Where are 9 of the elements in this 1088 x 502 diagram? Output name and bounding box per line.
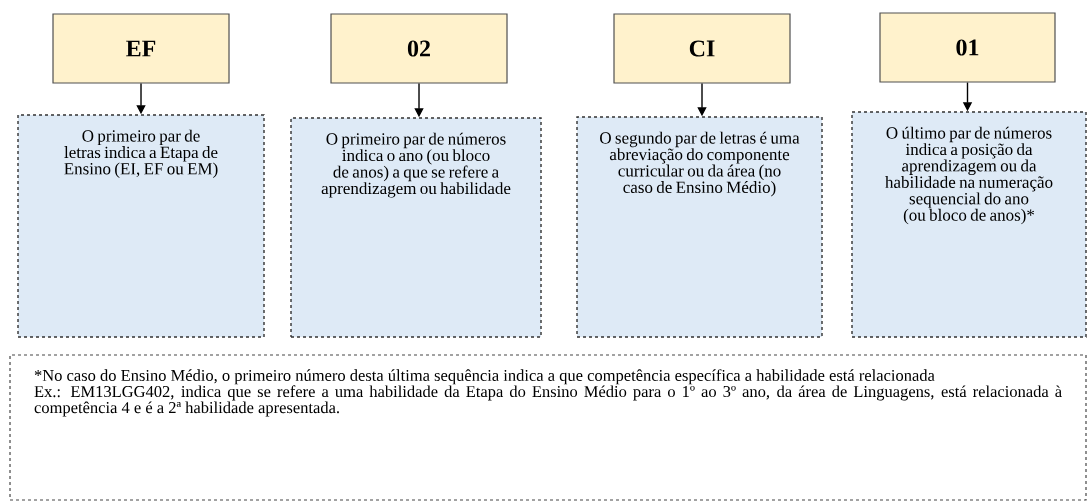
code-box: 02 [330, 13, 508, 84]
note-box: *No caso do Ensino Médio, o primeiro número desta última sequência indica a que competência específica a habilidade está relacionada Ex.: EM13LGG402, indica que se refere a uma habilidade da Etapa do Ensino Médio para o 1º ao 3º ano, da área de Linguagens, está relacionada à competência 4 e é a 2ª habilidade apresentada. [9, 354, 1087, 501]
description-box: O primeiro par de letras indica a Etapa de Ensino (EI, EF ou EM) [17, 114, 265, 338]
description-box: O segundo par de letras é uma abreviação do componente curricular ou da área (no caso de Ensino Médio) [576, 116, 823, 338]
code-box: EF [52, 13, 230, 84]
code-box: CI [613, 13, 791, 84]
description-box: O último par de números indica a posição da aprendizagem ou da habilidade na numeração sequencial do ano (ou bloco de anos)* [851, 111, 1087, 338]
code-box: 01 [879, 12, 1056, 83]
description-box: O primeiro par de números indica o ano (ou bloco de anos) a que se refere a aprendizagem ou habilidade [290, 117, 542, 338]
